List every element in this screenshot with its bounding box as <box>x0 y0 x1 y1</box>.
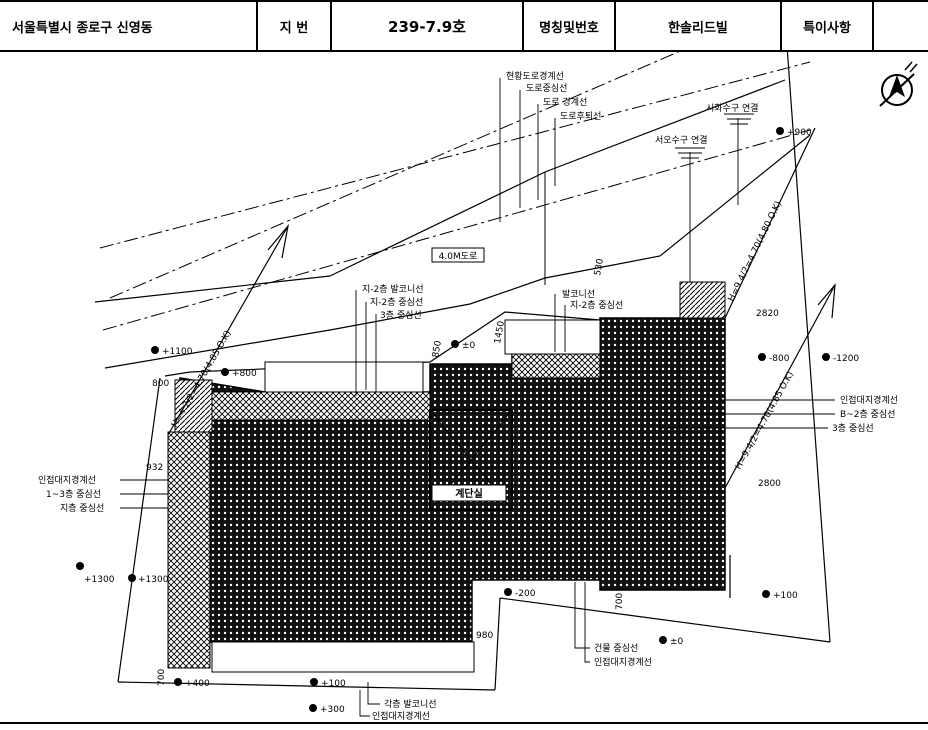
open-strip-bottom <box>211 641 475 673</box>
slope-line-mid <box>724 127 816 319</box>
road-boundary-current-left <box>94 275 331 303</box>
dim-700-bottom: 700 <box>157 669 167 686</box>
name-label-cell: 명칭및번호 <box>524 2 616 50</box>
slope-label-right: H=9.4/2=4.70(4.85 O.K) <box>734 370 796 471</box>
dim-800: 800 <box>152 379 169 389</box>
balcony-band-left <box>167 431 211 669</box>
slope-label-mid: H=9.4/2=4.70(4.80 O.K) <box>727 200 784 304</box>
dim-2800: 2800 <box>758 479 781 489</box>
slope-line-left <box>167 225 289 436</box>
open-strip-mid <box>504 319 601 355</box>
balcony-band-top <box>211 391 431 421</box>
road-setback-line <box>102 129 811 331</box>
label-b1-2-center: 지-2층 중심선 <box>370 297 423 308</box>
label-b1-2-center-b: 지-2층 중심선 <box>570 300 623 311</box>
label-balcony: 발코니선 <box>562 289 595 300</box>
open-strip-top <box>264 361 424 393</box>
lot-label-cell: 지 번 <box>258 2 332 50</box>
utility-symbols <box>675 113 754 159</box>
road-width-label: 4.0M도로 <box>439 252 478 262</box>
road-width-box <box>431 247 485 263</box>
bottom-step <box>494 597 501 691</box>
elev-plus1100: +1100 <box>162 347 193 357</box>
label-sewer-connection: 서오수구 연결 <box>655 135 708 146</box>
dim-1450: 1450 <box>493 320 507 345</box>
leader-labels: 현황도로경계선 도로중심선 도로 경계선 도로후퇴선 시화수구 연결 서오수구 … <box>38 70 898 722</box>
label-f3-center: 3층 중심선 <box>380 310 422 321</box>
elev-zero-bottom: ±0 <box>670 637 684 647</box>
elev-zero-top: ±0 <box>462 341 476 351</box>
site-plan: 계단실 H=4.2/2=4.70(4.85 O.K) H=9.4/2=4.70(… <box>38 52 918 722</box>
stair-label: 계단실 <box>455 487 483 500</box>
label-b2-center: B~2층 중심선 <box>840 409 895 420</box>
elev-minus200: -200 <box>515 589 536 599</box>
leader-lines <box>120 78 835 717</box>
label-neighbor-left: 인접대지경계선 <box>38 474 96 486</box>
elevation-markers <box>76 127 830 712</box>
label-b1-2-balcony: 지-2층 발코니선 <box>362 284 424 295</box>
road-boundary-line <box>109 52 680 299</box>
dimension-labels: 800 932 850 1450 530 2820 2800 700 980 7… <box>146 258 781 686</box>
label-neighbor-right: 인접대지경계선 <box>840 394 898 406</box>
elevation-labels: +1100 +800 ±0 -800 -1200 +900 +1300 +130… <box>84 128 859 715</box>
elev-plus100-bottom: +100 <box>321 679 346 689</box>
label-road-setback: 도로후퇴선 <box>560 111 601 122</box>
bottom-frame <box>0 722 928 730</box>
elev-plus400: +400 <box>185 679 210 689</box>
dim-530: 530 <box>593 258 606 277</box>
address-cell: 서울특별시 종로구 신영동 <box>0 2 258 50</box>
elev-minus800: -800 <box>769 354 790 364</box>
left-boundary <box>117 377 161 683</box>
elev-plus1300-a: +1300 <box>84 575 115 585</box>
road-center-line-top <box>99 61 811 249</box>
slope-line-right <box>724 284 836 489</box>
hatch-right-corner <box>679 281 726 319</box>
label-neighbor-bottom-2: 인접대지경계선 <box>372 710 430 722</box>
right-boundary <box>786 52 831 643</box>
elev-plus900: +900 <box>787 128 812 138</box>
dim-850: 850 <box>431 340 444 359</box>
road-edge-lower <box>104 134 811 369</box>
stair-label-box <box>431 484 507 502</box>
road-lines <box>94 52 811 369</box>
dim-700-right: 700 <box>615 593 625 610</box>
lower-right-boundary <box>499 597 831 643</box>
slope-arrow-left <box>267 223 290 259</box>
balcony-band-mid <box>511 353 601 379</box>
elev-minus1200: -1200 <box>833 354 859 364</box>
dim-980: 980 <box>476 631 493 641</box>
label-each-balcony: 각층 발코니선 <box>384 698 437 710</box>
elev-plus300: +300 <box>320 705 345 715</box>
lot-number-cell: 239-7.9호 <box>332 2 524 50</box>
label-road-boundary-current: 현황도로경계선 <box>506 70 564 82</box>
label-basement-center: 지층 중심선 <box>60 503 104 514</box>
label-neighbor-bottom: 인접대지경계선 <box>594 656 652 668</box>
label-building-center: 건물 중심선 <box>594 643 638 654</box>
dim-2820: 2820 <box>756 309 779 319</box>
name-value-cell: 한솔리드빌 <box>616 2 782 50</box>
elev-plus1300-b: +1300 <box>138 575 169 585</box>
elev-plus800: +800 <box>232 369 257 379</box>
elev-plus100-right: +100 <box>773 591 798 601</box>
label-road-boundary: 도로 경계선 <box>543 96 587 108</box>
title-block: 서울특별시 종로구 신영동 지 번 239-7.9호 명칭및번호 한솔리드빌 특… <box>0 0 928 52</box>
label-f1-3-center: 1~3층 중심선 <box>46 489 101 500</box>
dim-932: 932 <box>146 463 163 473</box>
label-water-connection: 시화수구 연결 <box>706 103 759 114</box>
label-road-center: 도로중심선 <box>526 83 567 94</box>
label-f3-center-right: 3층 중심선 <box>832 423 874 434</box>
remarks-label-cell: 특이사항 <box>782 2 874 50</box>
slope-arrow-right <box>817 283 836 319</box>
slope-lines <box>167 127 836 489</box>
north-arrow-icon <box>879 61 918 107</box>
remarks-value-cell <box>874 2 928 50</box>
